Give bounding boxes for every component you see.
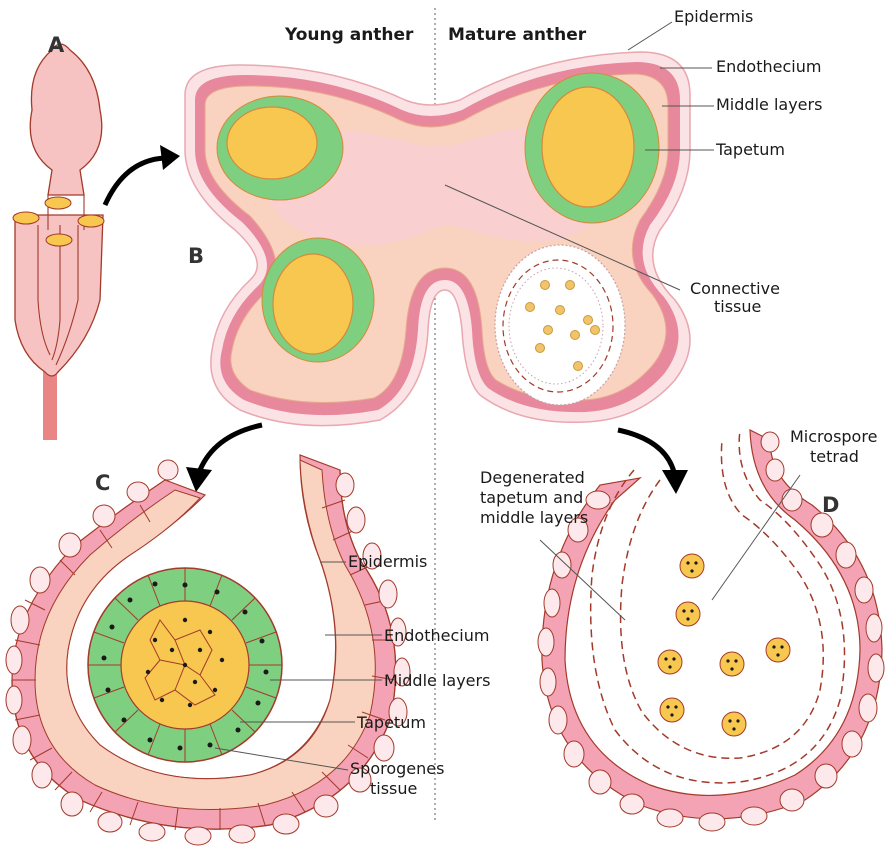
young-locule <box>6 455 410 845</box>
panel-label-b: B <box>188 244 204 268</box>
label-b-epidermis: Epidermis <box>674 7 753 26</box>
label-d-tetrad: tetrad <box>810 447 859 466</box>
panel-label-c: C <box>95 471 110 495</box>
label-c-tapetum: Tapetum <box>356 713 426 732</box>
label-b-connective: Connective <box>690 279 780 298</box>
label-d-middle-layers: middle layers <box>480 508 588 527</box>
label-b-connective-tissue: tissue <box>714 297 761 316</box>
locule-young-top-sporogenous <box>227 107 317 179</box>
label-c-middle-layers: Middle layers <box>384 671 490 690</box>
label-c-epidermis: Epidermis <box>348 552 427 571</box>
label-c-endothecium: Endothecium <box>384 626 489 645</box>
label-d-tapetum-and: tapetum and <box>480 488 583 507</box>
label-c-sporogenes-tissue: tissue <box>370 779 417 798</box>
anther-cross-section <box>185 52 690 426</box>
microspore-tetrads <box>658 554 790 736</box>
panel-label-a: A <box>48 33 65 57</box>
header-mature-anther: Mature anther <box>448 25 587 45</box>
label-b-endothecium: Endothecium <box>716 57 821 76</box>
locule-mature-bottom <box>495 245 625 405</box>
header-young-anther: Young anther <box>284 25 414 45</box>
mature-locule <box>538 430 884 831</box>
panel-label-d: D <box>822 493 839 517</box>
label-d-degenerated: Degenerated <box>480 468 585 487</box>
arrow-a-to-b <box>105 145 180 205</box>
arrow-b-to-c <box>186 425 262 492</box>
label-b-middle-layers: Middle layers <box>716 95 822 114</box>
label-c-sporogenes: Sporogenes <box>350 759 444 778</box>
label-b-tapetum: Tapetum <box>715 140 785 159</box>
label-d-microspore: Microspore <box>790 427 877 446</box>
locule-mature-top-sporogenous <box>542 87 634 207</box>
mature-locule-wall <box>542 430 882 819</box>
flower-illustration <box>13 44 104 440</box>
locule-young-bottom-sporogenous <box>273 254 353 354</box>
